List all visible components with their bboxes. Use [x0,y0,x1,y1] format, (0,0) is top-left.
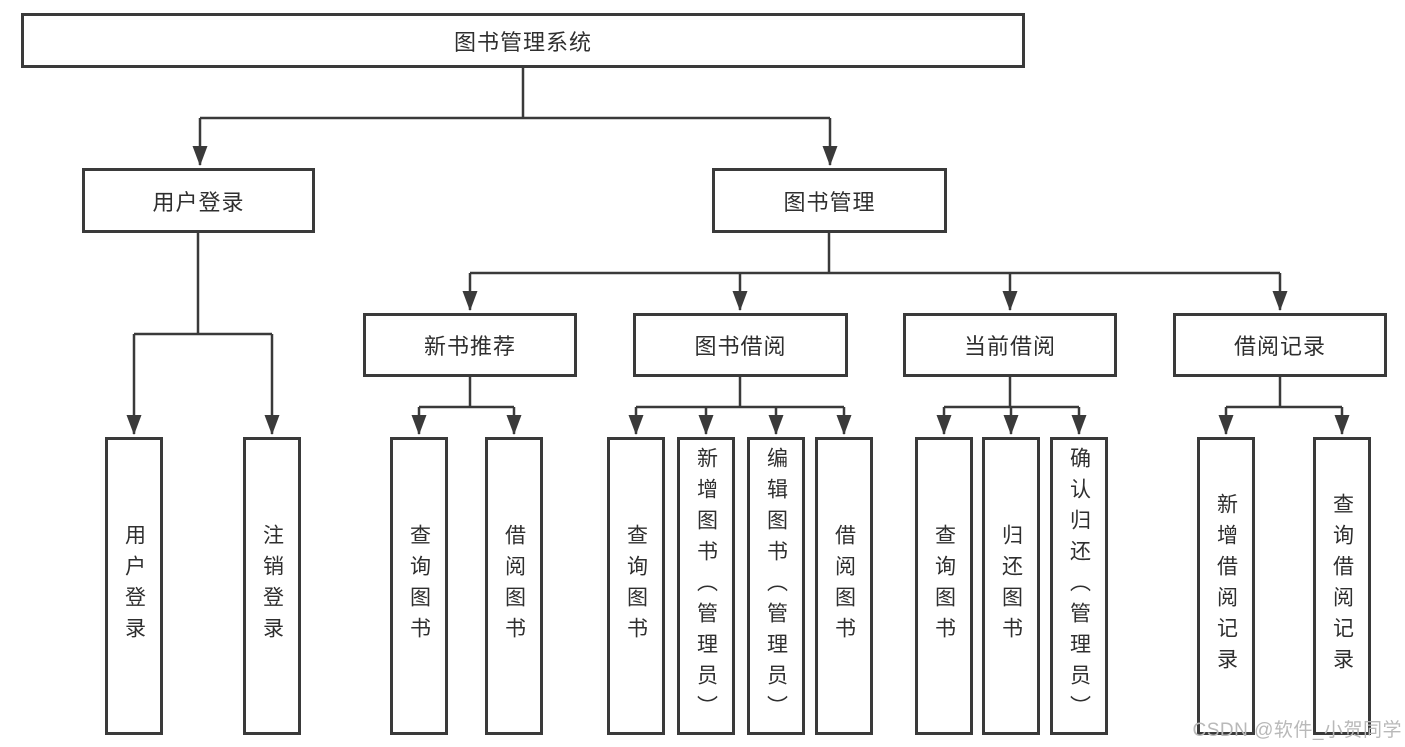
leaf-borrow-books-recommend: 借阅图书 [485,437,543,735]
watermark: CSDN @软件_小贺同学 [1192,720,1402,741]
node-book-borrowing-label: 图书借阅 [694,334,787,359]
leaf-query-books-recommend: 查询图书 [390,437,448,735]
leaf-return-books-label: 归还图书 [999,524,1023,648]
node-root-label: 图书管理系统 [453,29,592,55]
leaf-add-borrow-record: 新增借阅记录 [1197,437,1255,735]
leaf-borrow-books-label: 借阅图书 [832,524,856,648]
node-book-management: 图书管理 [712,168,947,233]
leaf-logout-label: 注销登录 [260,524,284,648]
leaf-borrow-books-recommend-label: 借阅图书 [502,524,526,648]
node-book-management-label: 图书管理 [783,189,876,215]
leaf-edit-books-admin-label: 编辑图书（管理员） [764,446,788,726]
leaf-add-books-admin: 新增图书（管理员） [677,437,735,735]
leaf-logout: 注销登录 [243,437,301,735]
node-root: 图书管理系统 [21,13,1025,68]
leaf-borrow-books: 借阅图书 [815,437,873,735]
node-new-book-recommend: 新书推荐 [363,313,577,377]
node-book-borrowing: 图书借阅 [633,313,848,377]
leaf-query-books-borrowing: 查询图书 [607,437,665,735]
node-user-login-label: 用户登录 [152,189,245,215]
node-user-login: 用户登录 [82,168,315,233]
leaf-query-books-borrowing-label: 查询图书 [624,524,648,648]
node-current-borrowing: 当前借阅 [903,313,1117,377]
leaf-query-borrow-record: 查询借阅记录 [1313,437,1371,735]
node-borrowing-records-label: 借阅记录 [1233,334,1326,359]
leaf-add-borrow-record-label: 新增借阅记录 [1214,493,1238,679]
leaf-edit-books-admin: 编辑图书（管理员） [747,437,805,735]
leaf-query-borrow-record-label: 查询借阅记录 [1330,493,1354,679]
leaf-user-login-label: 用户登录 [122,524,146,648]
node-borrowing-records: 借阅记录 [1173,313,1387,377]
leaf-confirm-return-admin-label: 确认归还（管理员） [1067,446,1091,726]
leaf-user-login: 用户登录 [105,437,163,735]
leaf-add-books-admin-label: 新增图书（管理员） [694,446,718,726]
node-current-borrowing-label: 当前借阅 [963,334,1056,359]
leaf-confirm-return-admin: 确认归还（管理员） [1050,437,1108,735]
leaf-query-books-current-label: 查询图书 [932,524,956,648]
leaf-query-books-current: 查询图书 [915,437,973,735]
leaf-return-books: 归还图书 [982,437,1040,735]
leaf-query-books-recommend-label: 查询图书 [407,524,431,648]
node-new-book-recommend-label: 新书推荐 [423,334,516,359]
